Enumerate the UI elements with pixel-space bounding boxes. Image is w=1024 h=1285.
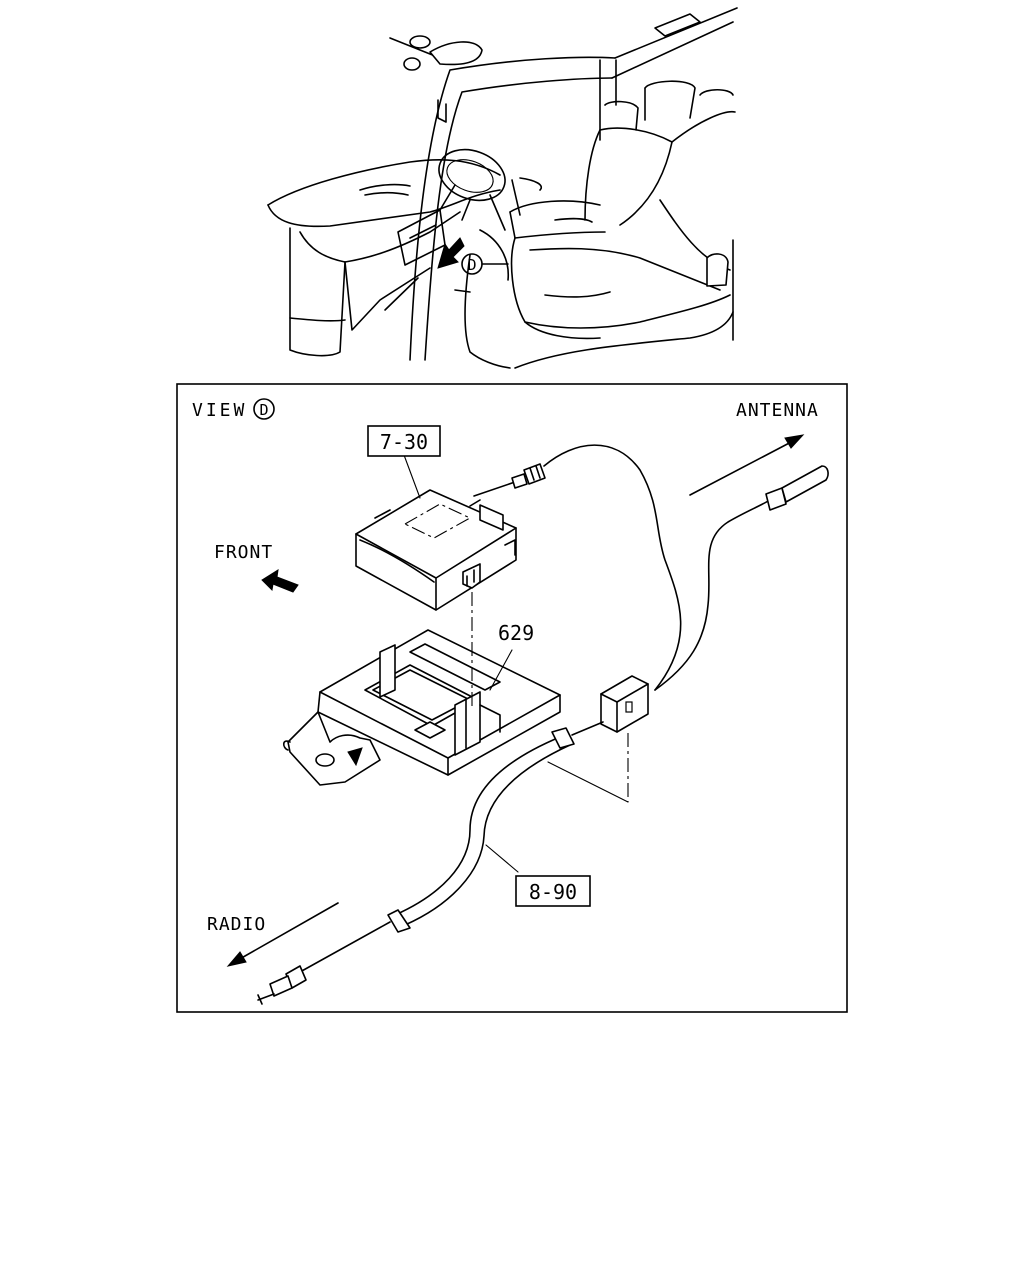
cab-view-marker-letter: D <box>467 256 476 274</box>
cab-view-marker: D <box>461 253 483 275</box>
cab-interior-illustration: D <box>267 7 738 369</box>
antenna-connector <box>765 465 829 511</box>
module-unit <box>355 481 517 611</box>
bracket-part-number: 629 <box>498 621 534 645</box>
module-connector <box>511 463 546 489</box>
view-marker-letter: D <box>259 401 268 419</box>
view-d-arrow-icon <box>437 237 465 269</box>
module-cable <box>543 444 682 691</box>
detail-view-frame: VIEW D ANTENNA FRONT RADIO <box>176 383 848 1013</box>
antenna-direction-label: ANTENNA <box>736 400 819 421</box>
cable-splitter <box>600 675 649 802</box>
front-direction-arrow-icon <box>261 569 299 593</box>
radio-direction-label: RADIO <box>207 914 266 935</box>
antenna-cable <box>654 499 771 691</box>
module-part-number: 7-30 <box>380 430 428 454</box>
view-label: VIEW <box>192 400 247 421</box>
view-marker-circle <box>253 398 275 420</box>
radio-cable <box>257 721 604 1005</box>
front-direction-label: FRONT <box>214 542 273 563</box>
antenna-direction-arrow-icon <box>689 434 805 496</box>
module-part-label: 7-30 <box>367 425 441 457</box>
mounting-bracket <box>282 629 561 786</box>
radio-direction-arrow-icon <box>226 902 339 967</box>
cable-part-number: 8-90 <box>529 880 577 904</box>
cable-part-label: 8-90 <box>515 875 591 907</box>
